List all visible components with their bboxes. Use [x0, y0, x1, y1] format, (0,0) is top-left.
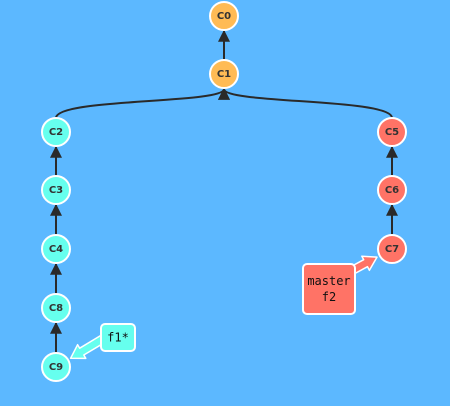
commit-C4[interactable]: C4: [41, 234, 71, 264]
branch-label: master: [307, 274, 350, 288]
branch-master-box[interactable]: [302, 263, 356, 315]
branch-master[interactable]: master f2: [302, 255, 378, 315]
commit-C3[interactable]: C3: [41, 175, 71, 205]
edges-layer: [50, 29, 398, 353]
commit-node[interactable]: [41, 175, 71, 205]
commit-node[interactable]: [209, 59, 239, 89]
commit-C2[interactable]: C2: [41, 117, 71, 147]
commit-node[interactable]: [377, 234, 407, 264]
commit-label: C7: [385, 244, 399, 255]
commit-label: C6: [385, 185, 399, 196]
commit-C7[interactable]: C7: [377, 234, 407, 264]
commit-C5[interactable]: C5: [377, 117, 407, 147]
branch-label: f1*: [107, 331, 129, 345]
branch-f1-box[interactable]: [100, 323, 136, 352]
branch-label: f2: [322, 290, 336, 304]
commit-label: C3: [49, 185, 63, 196]
branches-layer: f1* master f2: [69, 255, 378, 360]
commit-label: C1: [217, 69, 231, 80]
commit-label: C0: [217, 11, 231, 22]
commit-C0[interactable]: C0: [209, 1, 239, 31]
commit-label: C5: [385, 127, 399, 138]
commit-label: C2: [49, 127, 63, 138]
commit-node[interactable]: [41, 293, 71, 323]
commit-C9[interactable]: C9: [41, 352, 71, 382]
edge-C5-C1: [218, 87, 393, 119]
edge-C2-C1: [55, 87, 230, 119]
branch-f1-arrow: [69, 334, 106, 360]
commit-label: C9: [49, 362, 63, 373]
commit-node[interactable]: [377, 117, 407, 147]
commit-node[interactable]: [377, 175, 407, 205]
branch-f1[interactable]: f1*: [69, 323, 136, 360]
commit-C8[interactable]: C8: [41, 293, 71, 323]
commit-C1[interactable]: C1: [209, 59, 239, 89]
commit-C6[interactable]: C6: [377, 175, 407, 205]
commit-label: C4: [49, 244, 63, 255]
commit-node[interactable]: [209, 1, 239, 31]
commit-label: C8: [49, 303, 63, 314]
commit-node[interactable]: [41, 234, 71, 264]
commit-node[interactable]: [41, 117, 71, 147]
commit-node[interactable]: [41, 352, 71, 382]
